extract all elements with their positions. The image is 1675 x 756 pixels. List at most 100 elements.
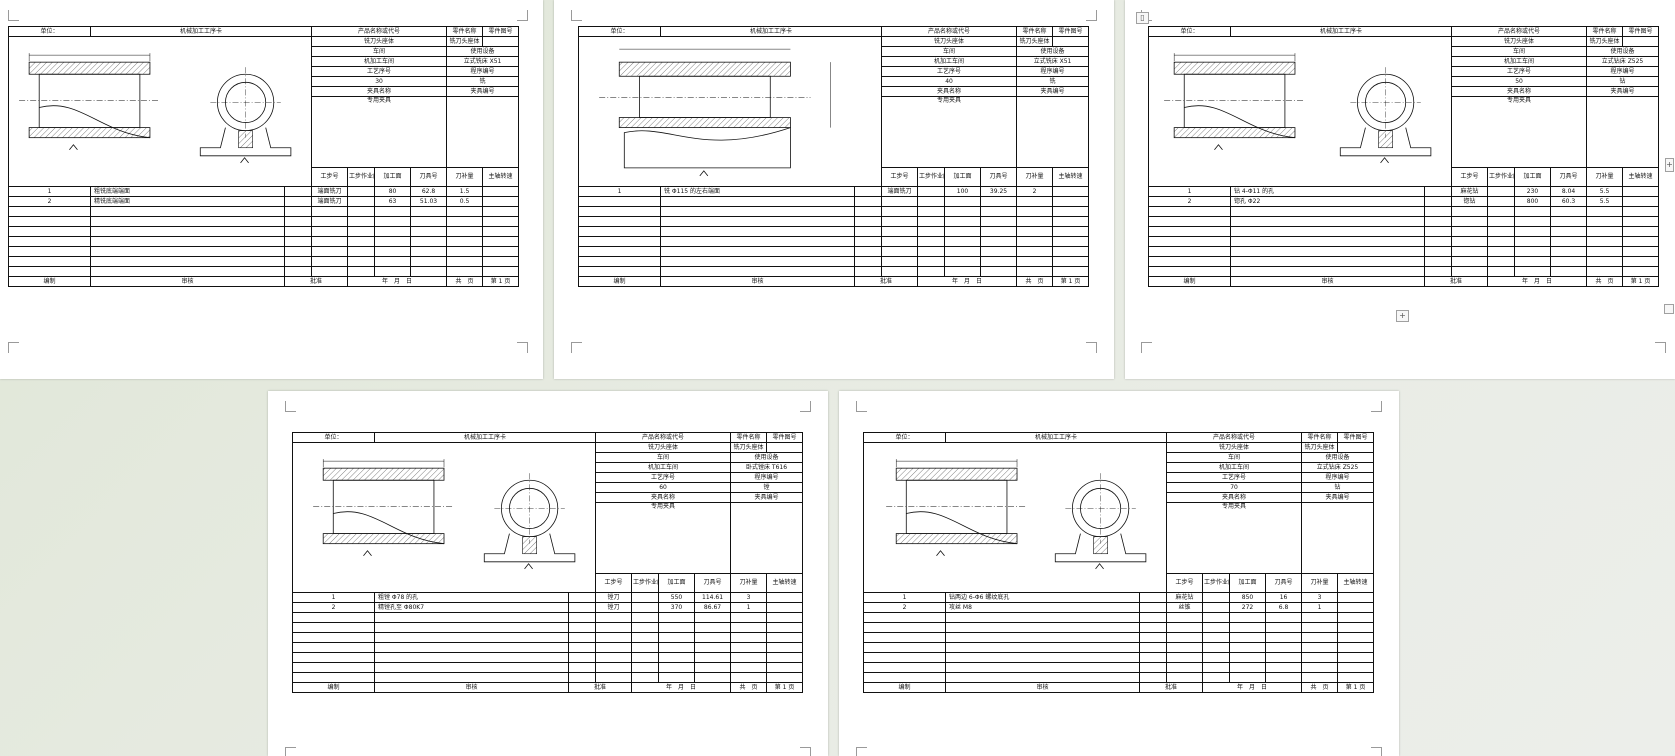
step-cell: 5.5: [1586, 196, 1624, 207]
empty-cell: [1265, 632, 1303, 643]
page-number-label: 第 1 页: [1622, 276, 1660, 287]
empty-cell: [1337, 662, 1375, 673]
step-cell: [347, 196, 376, 207]
step-cell: 钻 4-Φ11 的孔: [1230, 186, 1425, 197]
column-header: 工步作业内容: [1202, 573, 1231, 593]
empty-cell: [567, 652, 597, 663]
empty-cell: [283, 236, 313, 247]
empty-cell: [660, 246, 855, 257]
empty-cell: [1337, 652, 1375, 663]
empty-cell: [1622, 206, 1660, 217]
empty-cell: [917, 216, 946, 227]
step-cell: 2: [1148, 196, 1231, 207]
info-right-4: 夹具编号: [730, 492, 804, 503]
empty-cell: [1423, 256, 1453, 267]
step-cell: 精镗孔至 Φ80K7: [374, 602, 569, 613]
process-drawing: [577, 36, 883, 187]
date-label: 年 月 日: [631, 682, 732, 693]
page-icon[interactable]: ▯: [1136, 12, 1149, 24]
crop-mark: [285, 747, 296, 756]
info-left-4: 夹具名称: [311, 86, 448, 97]
empty-cell: [1229, 632, 1267, 643]
column-header: 刀具号: [1550, 167, 1588, 187]
step-cell: 100: [944, 186, 982, 197]
info-left-0: 车间: [311, 46, 448, 57]
empty-cell: [8, 246, 91, 257]
reviewed-label: 审核: [374, 682, 569, 693]
empty-cell: [410, 216, 448, 227]
part-name-label: 零件名称: [1301, 432, 1339, 443]
school-label: 单位：: [1148, 26, 1231, 37]
step-cell: 114.61: [694, 592, 732, 603]
empty-cell: [283, 226, 313, 237]
empty-cell: [292, 622, 375, 633]
empty-cell: [658, 612, 696, 623]
column-header: 加工面: [1514, 167, 1552, 187]
empty-cell: [1229, 672, 1267, 683]
empty-cell: [8, 226, 91, 237]
document-page-4: 单位：机械加工工序卡产品名称或代号零件名称零件图号铣刀头座体铣刀头座体车间使用设…: [268, 391, 828, 756]
empty-cell: [1016, 246, 1054, 257]
empty-cell: [1016, 196, 1054, 207]
step-cell: 钻两边 6-Φ6 螺纹底孔: [945, 592, 1140, 603]
part-name-value: 铣刀头座体: [1016, 36, 1054, 47]
crop-mark: [1086, 10, 1097, 21]
empty-cell: [1202, 672, 1231, 683]
part-no-value: [1337, 442, 1375, 453]
step-cell: [766, 602, 804, 613]
empty-cell: [1230, 226, 1425, 237]
add-page-button[interactable]: +: [1396, 310, 1409, 322]
step-cell: 1: [1301, 602, 1339, 613]
empty-cell: [1423, 246, 1453, 257]
column-header: 刀具号: [1265, 573, 1303, 593]
process-card-4: 单位：机械加工工序卡产品名称或代号零件名称零件图号铣刀头座体铣刀头座体车间使用设…: [291, 432, 804, 693]
info-right-2: 程序编号: [446, 66, 520, 77]
info-right-5: [1586, 96, 1660, 168]
empty-cell: [1301, 662, 1339, 673]
step-cell: 粗铣底端端面: [90, 186, 285, 197]
empty-cell: [1229, 612, 1267, 623]
column-header: 加工面: [658, 573, 696, 593]
process-card-1: 单位：机械加工工序卡产品名称或代号零件名称零件图号铣刀头座体铣刀头座体车间使用设…: [7, 26, 520, 287]
empty-cell: [980, 266, 1018, 277]
empty-cell: [1487, 226, 1516, 237]
empty-cell: [347, 206, 376, 217]
empty-cell: [482, 246, 520, 257]
process-card-5: 单位：机械加工工序卡产品名称或代号零件名称零件图号铣刀头座体铣刀头座体车间使用设…: [862, 432, 1375, 693]
empty-cell: [1230, 256, 1425, 267]
empty-cell: [944, 236, 982, 247]
step-cell: [1622, 186, 1660, 197]
empty-cell: [482, 236, 520, 247]
empty-cell: [374, 632, 569, 643]
empty-cell: [578, 256, 661, 267]
empty-cell: [863, 642, 946, 653]
step-cell: [1202, 592, 1231, 603]
total-pages-label: 共 页: [1586, 276, 1624, 287]
empty-cell: [1016, 266, 1054, 277]
empty-cell: [945, 672, 1140, 683]
empty-cell: [410, 226, 448, 237]
info-right-0: 使用设备: [1301, 452, 1375, 463]
info-right-4: 夹具编号: [1586, 86, 1660, 97]
empty-cell: [1148, 216, 1231, 227]
empty-cell: [980, 256, 1018, 267]
step-cell: 端面铣刀: [311, 186, 349, 197]
empty-cell: [853, 246, 883, 257]
empty-cell: [730, 632, 768, 643]
empty-cell: [1586, 246, 1624, 257]
info-left-1: 机加工车间: [595, 462, 732, 473]
empty-cell: [374, 672, 569, 683]
empty-cell: [1514, 226, 1552, 237]
info-left-0: 车间: [1166, 452, 1303, 463]
empty-cell: [1451, 236, 1489, 247]
side-handle-button[interactable]: +: [1665, 158, 1674, 172]
empty-cell: [567, 662, 597, 673]
crop-mark: [800, 747, 811, 756]
step-cell: [283, 196, 313, 207]
empty-cell: [283, 206, 313, 217]
resize-corner-icon[interactable]: [1664, 304, 1674, 314]
step-cell: [917, 186, 946, 197]
empty-cell: [292, 672, 375, 683]
empty-cell: [658, 642, 696, 653]
empty-cell: [1586, 236, 1624, 247]
